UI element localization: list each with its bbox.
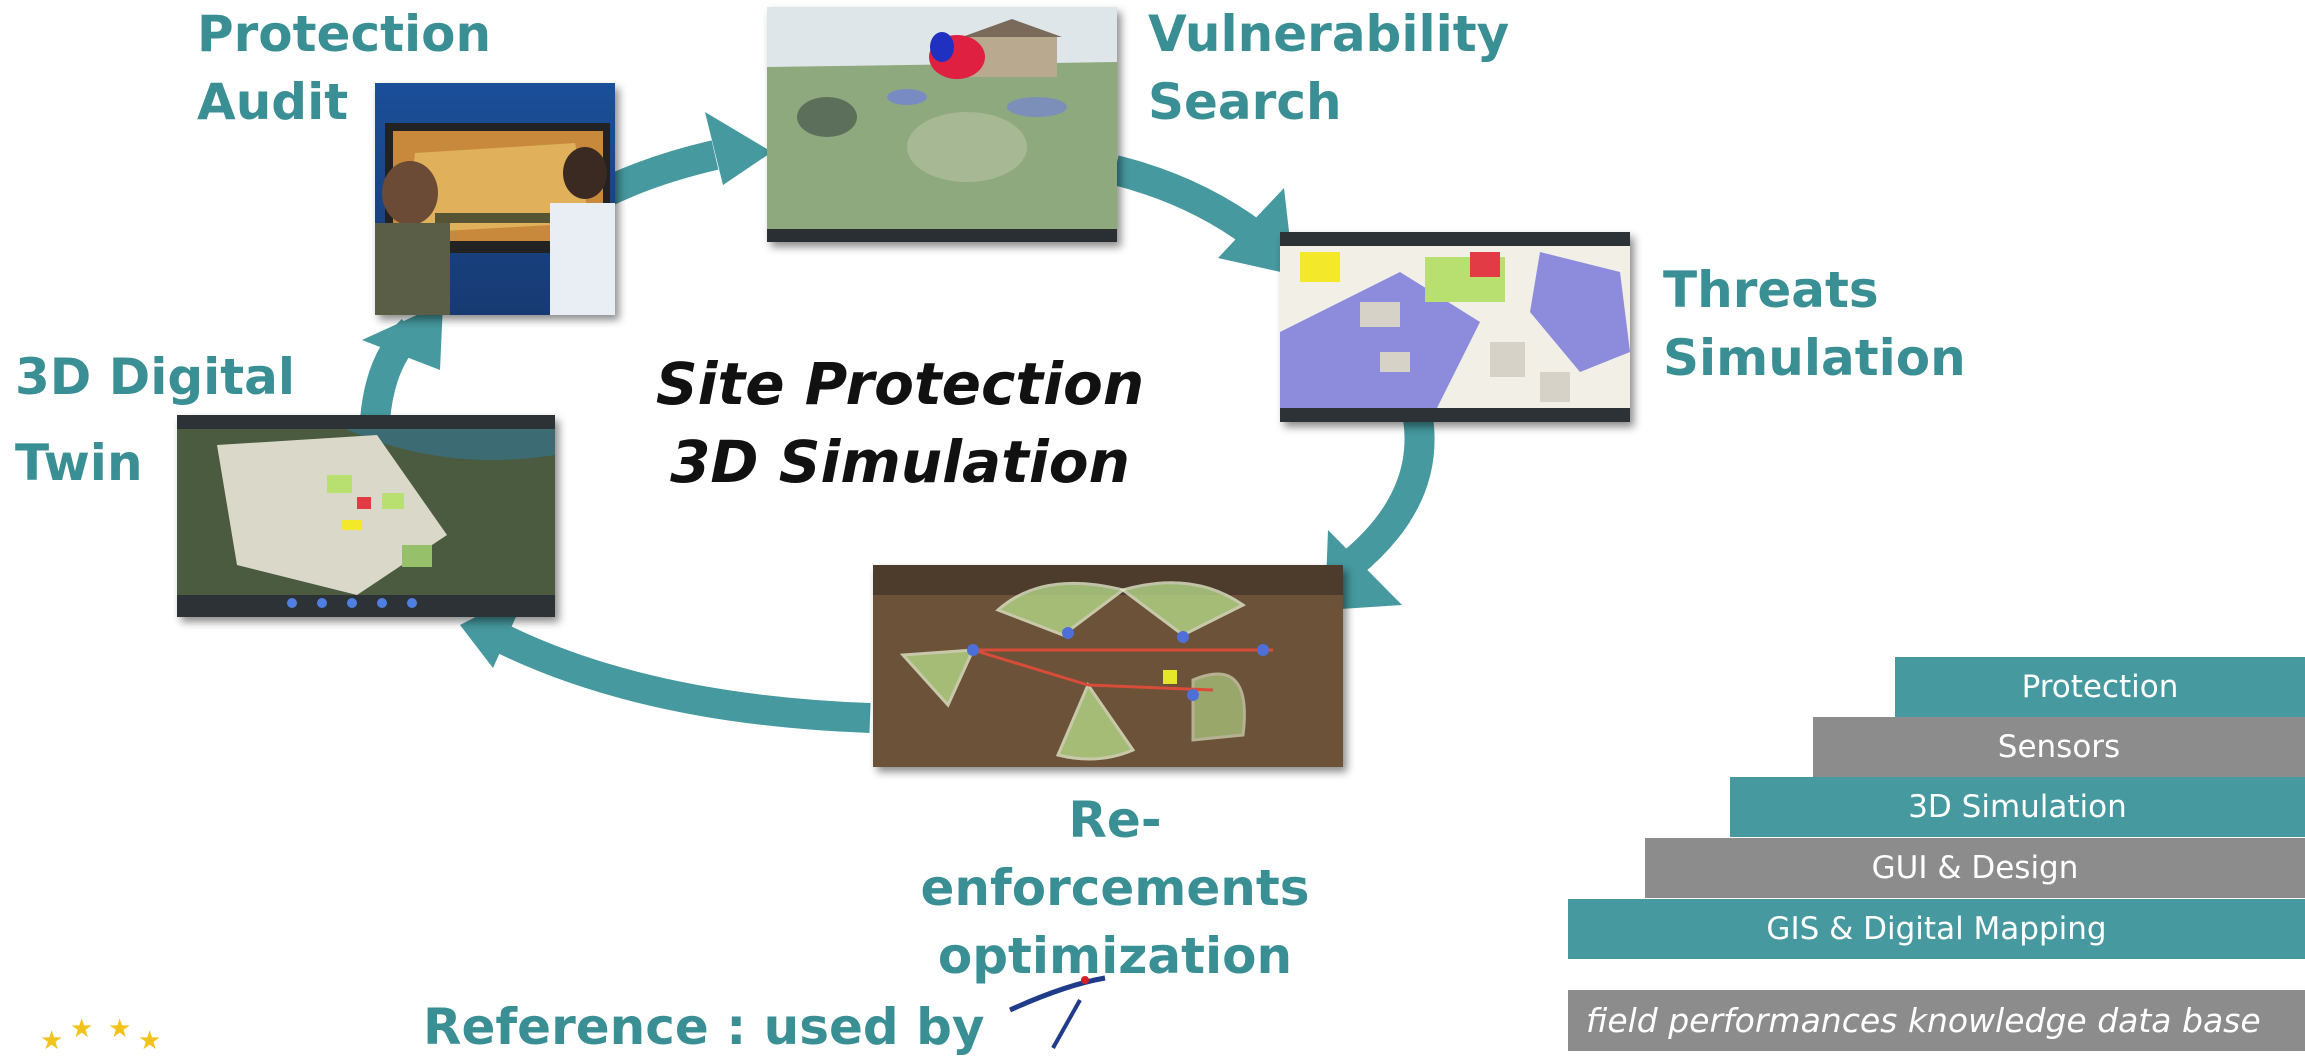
arrow-vulnerability-to-threats [1111,155,1264,248]
arrow-threats-to-reenforcements [1340,415,1435,577]
svg-text:★: ★ [138,1026,161,1051]
arrowhead-1 [705,112,772,185]
eu-flag-stars-icon: ★ ★ ★ ★ [40,1015,161,1051]
arrow-reenforcements-to-twin [498,626,871,733]
digital-twin-aerial [177,415,555,617]
arrowhead-5 [362,303,443,370]
vulnerability-search-screen [767,7,1117,242]
svg-text:★: ★ [40,1026,63,1051]
protection-audit-photo [375,83,615,315]
knowledge-base-bar: field performances knowledge data base [1568,990,2305,1051]
arrowhead-2 [1218,188,1294,275]
label-vulnerability-search: Vulnerability Search [1148,5,1510,131]
svg-text:★: ★ [70,1015,93,1044]
label-digital-twin: 3D Digital Twin [15,348,296,492]
svg-text:★: ★ [108,1015,131,1044]
label-threats-simulation: Threats Simulation [1663,261,1966,387]
reference-logo [1008,975,1106,1049]
threats-simulation-map [1280,232,1630,422]
layer-protection: Protection [1895,657,2305,717]
layer-sensors: Sensors [1813,717,2305,777]
layer-gui-design: GUI & Design [1645,838,2305,898]
reference-text: Reference : used by [423,998,985,1056]
layer-3d-simulation: 3D Simulation [1730,777,2305,837]
label-reenforcements: Re-enforcements optimization [920,791,1310,985]
layer-gis-digital-mapping: GIS & Digital Mapping [1568,899,2305,959]
label-protection-audit: Protection Audit [197,5,492,131]
arrow-audit-to-vulnerability [593,140,719,209]
center-title: Site Protection 3D Simulation [655,350,1145,496]
arrowhead-3 [1325,530,1402,610]
reenforcements-sensor-layout [873,565,1343,767]
